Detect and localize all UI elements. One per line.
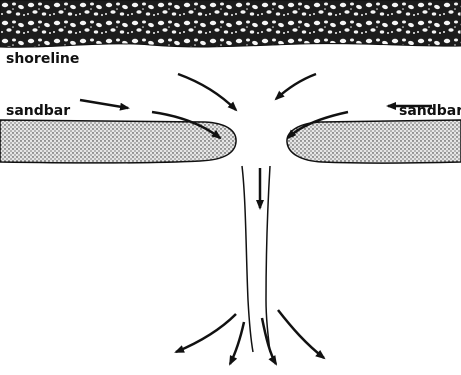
rip-head-arrow-right — [278, 310, 324, 358]
shoreline-label: shoreline — [6, 52, 79, 66]
rip-channel-right-edge — [266, 166, 270, 352]
shoreline-gravel — [0, 0, 461, 47]
feeder-arrow-upper-right — [276, 74, 316, 99]
rip-head-arrow-center-left — [230, 322, 244, 364]
sandbar-right-label: sandbar — [399, 104, 461, 118]
rip-head-arrow-left — [176, 314, 236, 352]
sandbar-left-label: sandbar — [6, 104, 70, 118]
sandbar-right — [287, 120, 461, 163]
feeder-arrow-upper-left — [178, 74, 236, 110]
feeder-arrow-far-left — [80, 100, 128, 108]
